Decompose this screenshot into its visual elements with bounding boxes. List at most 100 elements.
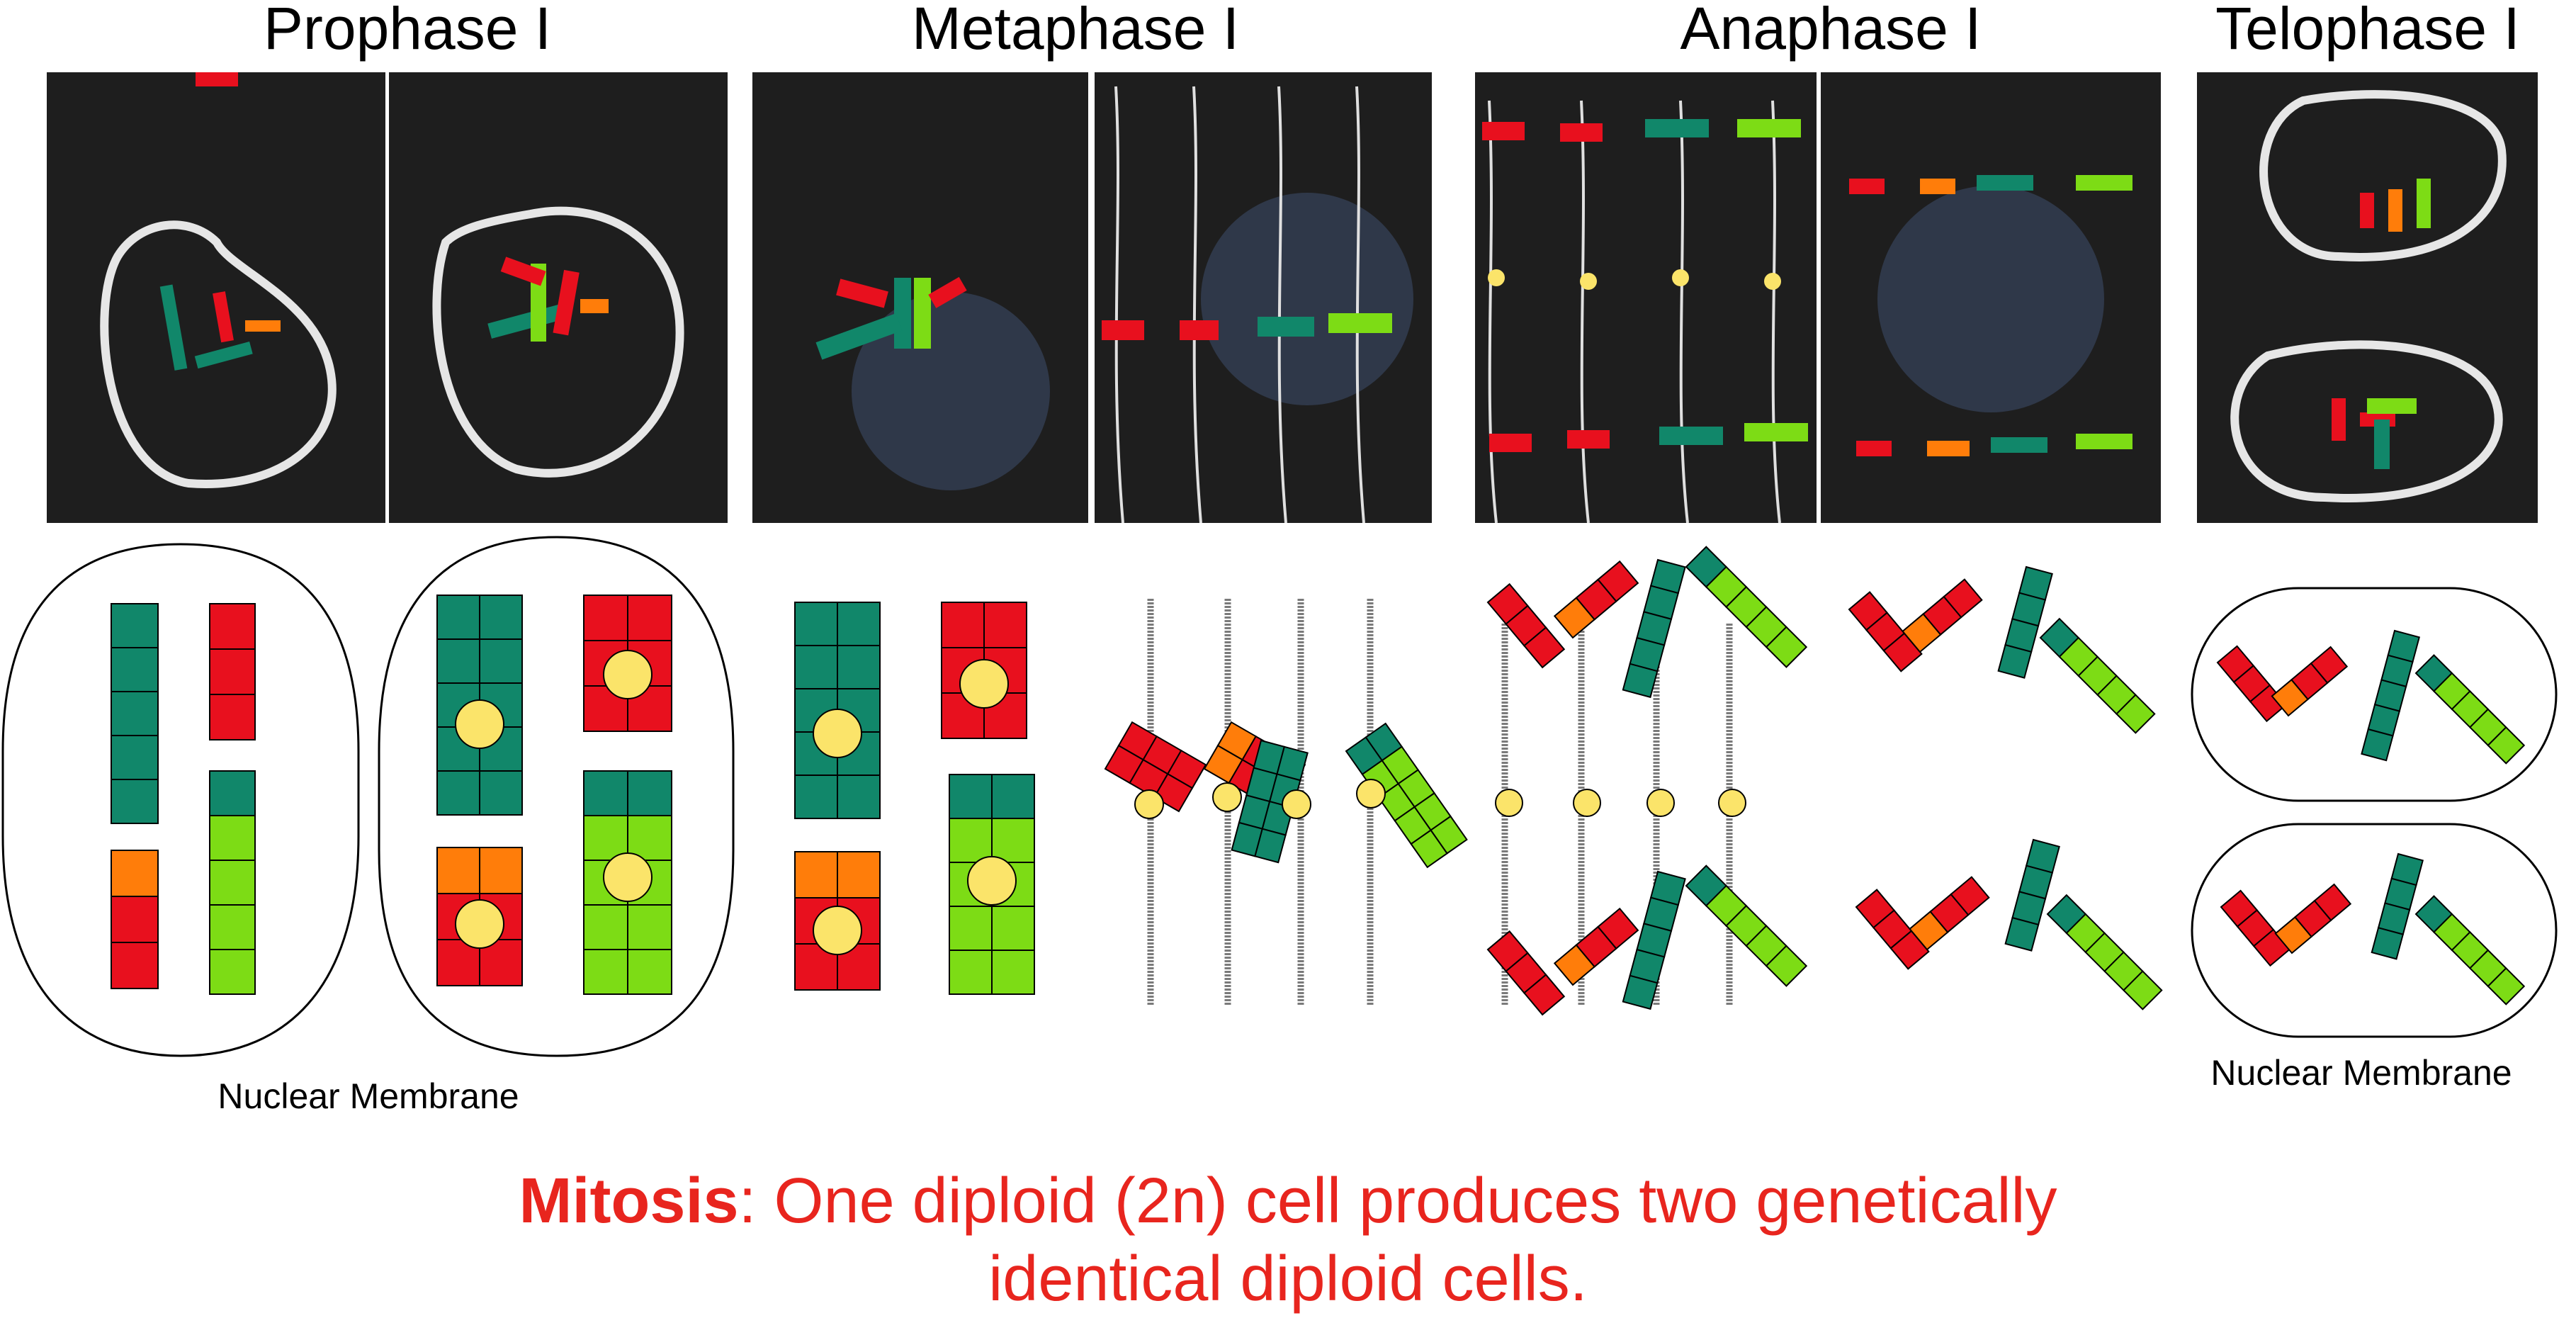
pair-orange-red-b-block [479,847,523,894]
ana-bottom-light-green-block [1765,945,1808,987]
chromosome-dark-green-block [111,735,159,780]
ana-top-red [1486,582,1566,669]
chromosome-orange-red-block [111,896,159,943]
photo-metaphase-1-art [815,276,1050,490]
centromere [1134,789,1164,819]
chromosome-orange-red-block [111,942,159,989]
ana2-top-light-green [2039,617,2156,734]
pair-dark-green-b-block [479,770,523,816]
telo-top-orange-block [2310,646,2349,685]
meta-pair-green-mixed-a-block [949,950,993,995]
photo-telophase-art [2230,90,2507,502]
caption-bold: Mitosis [519,1166,739,1237]
chromosome-red-block [209,648,256,695]
meta-plate-red-b-block [1166,749,1207,789]
chromosome-green-mixed-block [209,904,256,950]
pair-dark-green-b-block [479,595,523,640]
centromere [959,659,1009,709]
meta-pair-green-mixed-a-block [949,906,993,951]
chromosome-green-mixed-block [209,860,256,906]
chromosome-dark-green-block [111,647,159,692]
meta-pair-red-a-block [941,602,985,648]
centromere [1212,782,1242,812]
meta-pair-dark-green-a-block [794,602,838,646]
ana-bottom-orange-block [1597,907,1639,950]
pair-dark-green-a-block [436,638,480,684]
caption: Mitosis: One diploid (2n) cell produces … [0,1162,2576,1318]
pair-dark-green-b-block [479,638,523,684]
centromere [1573,789,1601,817]
meta-plate-dark-green-b-block [1254,828,1287,864]
ana-bottom-red [1486,930,1566,1016]
chromosome-green-mixed-block [209,815,256,861]
telophase-membrane-bottom [2191,823,2558,1038]
pair-green-mixed-b-block [627,949,672,995]
telo-top-orange [2271,646,2349,717]
photo-telophase [2197,72,2538,523]
meta-pair-green-mixed-b-block [991,818,1035,863]
photo-metaphase-1 [752,72,1088,523]
ana2-top-orange-block [1943,578,1983,619]
ana2-bottom-orange-block [1950,876,1990,916]
ana2-bottom-orange [1909,876,1990,951]
meta-plate-green-b-block [1430,815,1468,855]
centromere [967,856,1017,906]
title-anaphase: Anaphase I [1680,0,1982,62]
meta-pair-orange-red-a-block [794,851,838,899]
centromere [813,709,862,758]
telo-bottom-orange [2274,883,2352,954]
meta-pair-green-mixed-a-block [949,818,993,863]
pair-red-a-block [583,595,628,641]
chromosome-dark-green-block [111,779,159,824]
prophase-cell-2-chromosomes [436,595,672,995]
telo-top-dark-green [2361,629,2420,762]
telo-bottom-dark-green-block [2371,927,2405,960]
photo-prophase-1-art [100,72,337,488]
ana2-bottom-dark-green-block [2004,916,2040,952]
centromere [1718,789,1746,817]
ana-bottom-dark-green-block [1622,974,1659,1010]
telo-bottom-orange-block [2313,883,2352,922]
pair-orange-red-a-block [436,847,480,894]
chromosome-dark-green-block [111,603,159,648]
centromere [1646,789,1675,817]
ana-top-dark-green [1622,558,1686,699]
telo-bottom-light-green [2414,895,2526,1006]
pair-dark-green-a-block [436,595,480,640]
ana-top-orange-block [1597,560,1639,602]
ana-centromere [1573,789,1601,817]
photo-anaphase-1 [1475,72,1817,523]
centromere [1282,789,1311,819]
ana-centromere [1495,789,1523,817]
ana-top-light-green [1685,546,1808,668]
meta-plate-centromere [1134,789,1164,819]
prophase-cell-1-chromosomes [111,603,256,995]
title-telophase: Telophase I [2215,0,2520,62]
meta-pair-green-mixed-b-block [991,906,1035,951]
telo-bottom-red [2220,889,2291,967]
nuclear-membrane-label-left: Nuclear Membrane [218,1076,519,1116]
ana-centromere [1718,789,1746,817]
centromere [603,650,653,699]
pair-green-mixed-b-block [627,815,672,861]
telo-top-light-green [2414,654,2526,765]
ana2-bottom-light-green [2046,894,2163,1010]
meta-pair-green-mixed-b-block [991,950,1035,995]
centromere [813,906,862,955]
photo-anaphase-2 [1821,72,2161,523]
photo-metaphase-2-art [1102,86,1413,523]
ana-centromere [1646,789,1675,817]
centromere [455,699,504,749]
meta-pair-dark-green-a-block [794,775,838,819]
pair-green-mixed-a-block [583,770,628,816]
ana2-top-dark-green-block [1997,643,2033,679]
centromere [603,852,653,902]
chromosome-green-mixed-block [209,770,256,816]
ana2-top-dark-green [1997,565,2053,679]
ana-top-red-block [1523,626,1566,669]
centromere [1356,779,1386,809]
ana-bottom-orange [1553,907,1639,986]
pair-dark-green-a-block [436,770,480,816]
